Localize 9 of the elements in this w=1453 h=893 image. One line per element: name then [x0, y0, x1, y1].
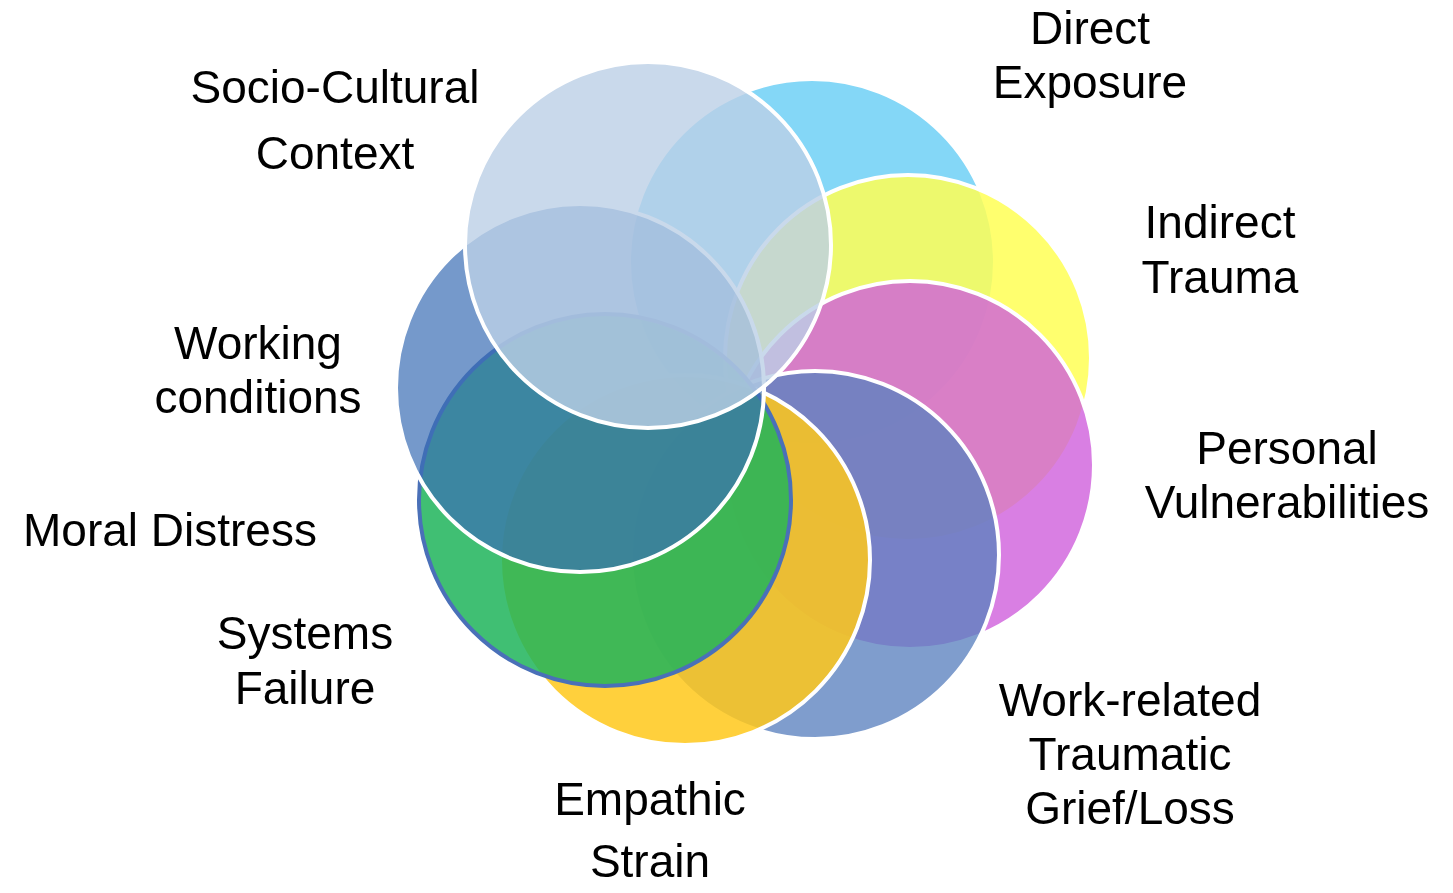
- circle-label: Direct Exposure: [991, 1, 1189, 109]
- circle-label: Systems Failure: [215, 606, 395, 716]
- circle-label: Indirect Trauma: [1140, 195, 1300, 305]
- circle-label: Work-related Traumatic Grief/Loss: [997, 673, 1263, 835]
- circle-label: Personal Vulnerabilities: [1143, 421, 1431, 529]
- circle-label: Socio-Cultural Context: [189, 60, 481, 181]
- circle-label: Empathic Strain: [553, 772, 747, 889]
- label-text: Moral Distress: [22, 503, 318, 557]
- circle-label: Working conditions: [153, 316, 363, 424]
